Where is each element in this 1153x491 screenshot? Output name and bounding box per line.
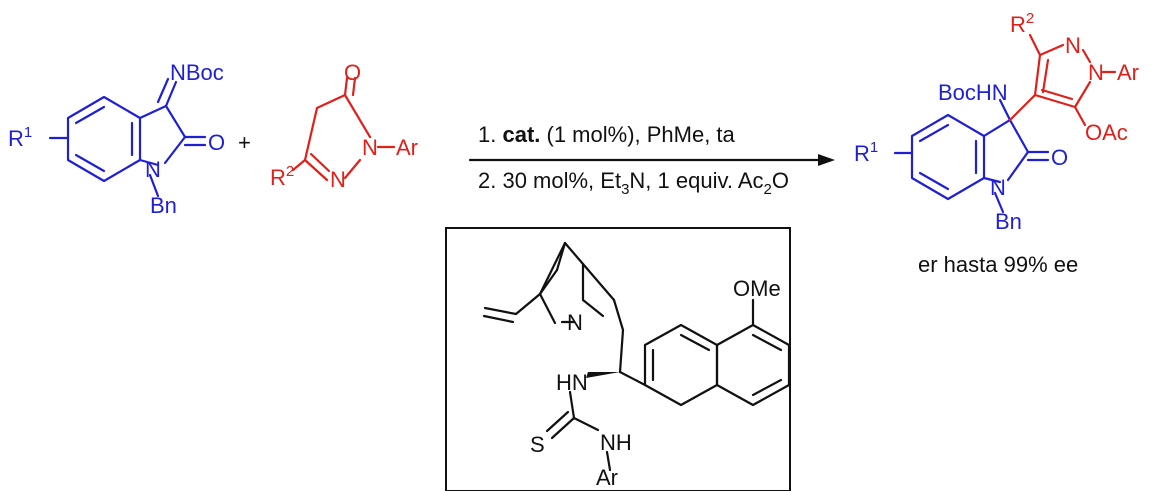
catalyst-nh-label: NH [600,430,632,455]
product-ring-n-label: N [990,175,1006,200]
product-carbonyl-o-label: O [1051,145,1068,170]
product-ar-label: Ar [1117,60,1139,85]
pyrazolone-r2-label: R2 [270,163,294,190]
catalyst-structure [482,241,791,472]
product-r2-label: R2 [1010,10,1034,37]
catalyst-ar-label: Ar [596,465,618,490]
bn-label: Bn [150,193,177,218]
product-structure [893,33,1117,214]
r1-label: R1 [8,124,32,151]
condition-step-1: 1. cat. (1 mol%), PhMe, ta [478,122,736,147]
ring-n-label: N [145,157,161,182]
pyrazolone-n1-label: N [362,135,378,160]
pyrazolone-ar-label: Ar [396,135,418,160]
selectivity-note: er hasta 99% ee [918,252,1078,277]
reaction-arrowhead [818,154,835,166]
carbonyl-o-label: O [208,130,225,155]
product-bn-label: Bn [995,209,1022,234]
product-n1-label: N [1065,33,1081,58]
plus-sign: + [238,130,251,155]
condition-step-2: 2. 30 mol%, Et3N, 1 equiv. Ac2O [478,168,789,198]
product-bochn-label: BocHN [938,80,1008,105]
catalyst-ome-label: OMe [733,276,781,301]
pyrazolone-structure [291,76,396,182]
product-oac-label: OAc [1085,120,1128,145]
isatin-ketimine-structure [48,77,207,198]
pyrazolone-o-label: O [344,60,361,85]
catalyst-hn-label: HN [556,370,588,395]
nboc-label: NBoc [170,60,224,85]
catalyst-n-label: N [567,310,583,335]
pyrazolone-n2-label: N [330,167,346,192]
product-r1-label: R1 [854,139,878,166]
product-n2-label: N [1088,60,1104,85]
catalyst-s-label: S [530,432,545,457]
